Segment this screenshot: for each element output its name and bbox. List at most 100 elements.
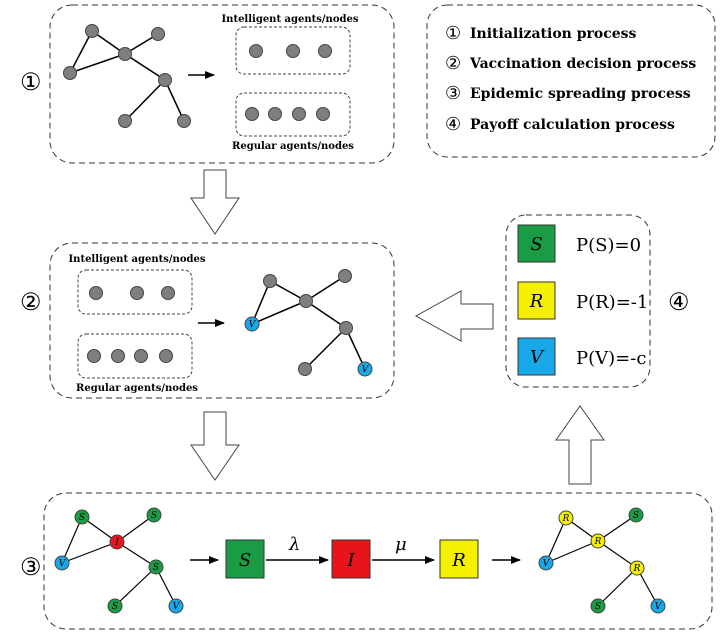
regular-node xyxy=(87,349,101,363)
intelligent-agents-label: Intelligent agents/nodes xyxy=(69,254,206,265)
vaccinated-node xyxy=(538,555,554,571)
intelligent-agents-box xyxy=(235,26,351,75)
intelligent-node xyxy=(249,44,263,58)
node-state-label: S xyxy=(151,511,157,521)
network-node xyxy=(118,114,132,128)
node-state-label: V xyxy=(543,559,551,569)
regular-node xyxy=(245,107,259,121)
node-state-label: R xyxy=(594,537,602,547)
legend-text: Epidemic spreading process xyxy=(470,86,691,102)
hollow-arrow-up xyxy=(555,405,605,485)
step-3-panel xyxy=(43,492,713,630)
regular-node xyxy=(268,107,282,121)
payoff-r: P(R)=-1 xyxy=(576,292,648,313)
step-2-panel xyxy=(49,242,395,399)
node-state-label: S xyxy=(112,602,118,612)
state-box-r xyxy=(439,539,479,579)
state-box-r xyxy=(517,281,556,320)
regular-node xyxy=(316,107,330,121)
hollow-arrow-down xyxy=(190,169,240,235)
legend-panel xyxy=(426,4,716,158)
node-state-label: I xyxy=(114,538,119,548)
node-state-label: V xyxy=(655,602,663,612)
regular-agents-box xyxy=(77,333,193,379)
node-state-label: S xyxy=(595,602,601,612)
state-box-label: R xyxy=(529,291,544,312)
state-box-label: S xyxy=(530,234,542,255)
step-1-panel xyxy=(49,4,395,164)
legend-text: Initialization process xyxy=(470,26,637,42)
payoff-v: P(V)=-c xyxy=(576,348,646,369)
vaccinated-node xyxy=(357,361,373,377)
payoff-s: P(S)=0 xyxy=(576,235,641,256)
intelligent-node xyxy=(318,44,332,58)
network-node xyxy=(118,47,132,61)
network-node xyxy=(63,66,77,80)
vaccinated-node xyxy=(244,316,260,332)
regular-agents-label: Regular agents/nodes xyxy=(76,383,198,394)
intelligent-node xyxy=(286,44,300,58)
intelligent-agents-label: Intelligent agents/nodes xyxy=(222,14,359,25)
susceptible-node xyxy=(148,559,164,575)
legend-number: ① xyxy=(445,23,461,44)
legend-item-2: ② Vaccination decision process xyxy=(445,53,696,74)
network-node xyxy=(263,274,277,288)
legend-text: Payoff calculation process xyxy=(470,117,675,133)
regular-node xyxy=(134,349,148,363)
state-box-v xyxy=(517,337,556,376)
infected-node xyxy=(109,534,125,550)
regular-agents-label: Regular agents/nodes xyxy=(232,141,354,152)
node-state-label: V xyxy=(59,559,67,569)
recovered-node xyxy=(590,533,606,549)
susceptible-node xyxy=(628,507,644,523)
vaccinated-network: V V xyxy=(244,269,373,377)
step-1-number: ① xyxy=(20,68,42,96)
recovered-network: R V R S R S V xyxy=(538,507,666,614)
network-node xyxy=(299,294,313,308)
network-node xyxy=(298,362,312,376)
network-node xyxy=(85,24,99,38)
network-node xyxy=(151,27,165,41)
regular-node xyxy=(111,349,125,363)
regular-node xyxy=(292,107,306,121)
hollow-arrow-down xyxy=(190,411,240,481)
network-node xyxy=(338,269,352,283)
node-state-label: V xyxy=(249,320,257,330)
state-box-label: R xyxy=(451,550,466,571)
node-state-label: V xyxy=(362,365,370,375)
intelligent-node xyxy=(130,286,144,300)
recovered-node xyxy=(629,560,645,576)
state-box-label: S xyxy=(239,550,251,571)
intelligent-node xyxy=(161,286,175,300)
intelligent-node xyxy=(89,286,103,300)
state-box-s xyxy=(517,224,556,263)
state-box-label: V xyxy=(530,347,545,368)
recovered-node xyxy=(558,510,574,526)
vaccinated-node xyxy=(54,555,70,571)
susceptible-node xyxy=(107,598,123,614)
legend-item-1: ① Initialization process xyxy=(445,23,637,44)
infection-network: S V I S S S V xyxy=(54,507,184,614)
node-state-label: S xyxy=(633,511,639,521)
legend-number: ③ xyxy=(445,83,461,104)
vaccinated-node xyxy=(168,598,184,614)
susceptible-node xyxy=(146,507,162,523)
regular-node xyxy=(159,349,173,363)
step-4-panel xyxy=(505,214,651,388)
step-3-number: ③ xyxy=(20,553,42,581)
state-box-i xyxy=(331,539,371,579)
state-box-s xyxy=(225,539,265,579)
legend-number: ④ xyxy=(445,114,461,135)
node-state-label: R xyxy=(633,564,641,574)
step-4-number: ④ xyxy=(668,288,690,316)
recovery-rate-label: μ xyxy=(395,534,407,555)
susceptible-node xyxy=(590,598,606,614)
step-2-number: ② xyxy=(20,288,42,316)
intelligent-agents-box xyxy=(77,269,193,315)
legend-text: Vaccination decision process xyxy=(469,56,696,72)
legend-number: ② xyxy=(445,53,461,74)
node-state-label: S xyxy=(79,513,85,523)
node-state-label: S xyxy=(153,563,159,573)
vaccinated-node xyxy=(650,598,666,614)
node-state-label: V xyxy=(173,602,181,612)
